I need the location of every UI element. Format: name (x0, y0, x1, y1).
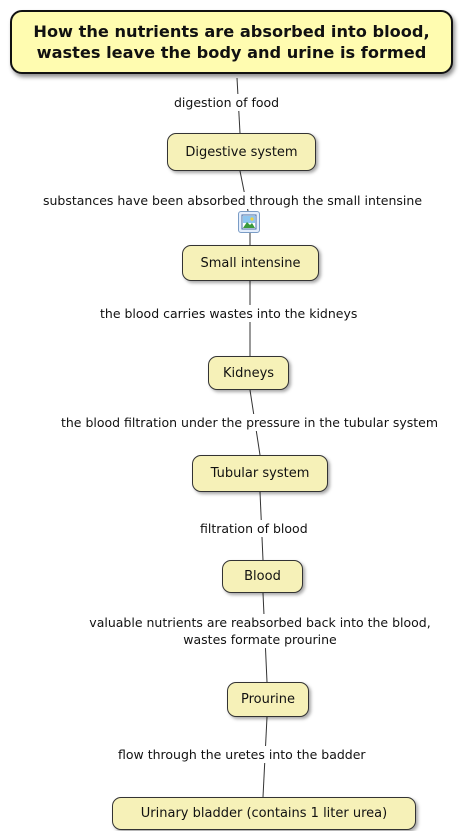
link-label-absorbed: substances have been absorbed through th… (2, 192, 463, 209)
link-label-digestion: digestion of food (174, 94, 280, 111)
link-label-carries: the blood carries wastes into the kidney… (100, 305, 358, 322)
node-kidneys[interactable]: Kidneys (208, 356, 289, 390)
node-urinary-bladder[interactable]: Urinary bladder (contains 1 liter urea) (112, 797, 416, 830)
picture-icon (241, 214, 257, 230)
node-small-intestine[interactable]: Small intensine (182, 245, 319, 281)
image-icon[interactable] (238, 211, 260, 233)
link-label-filtration-pressure: the blood filtration under the pressure … (36, 414, 463, 431)
link-label-reabsorbed: valuable nutrients are reabsorbed back i… (60, 614, 460, 648)
concept-map-title: How the nutrients are absorbed into bloo… (10, 10, 453, 74)
node-digestive-system[interactable]: Digestive system (167, 133, 316, 171)
node-tubular-system[interactable]: Tubular system (192, 455, 328, 492)
link-label-reabsorbed-line2: wastes formate prourine (183, 632, 337, 647)
link-label-filtration: filtration of blood (200, 520, 308, 537)
link-label-flow: flow through the uretes into the badder (118, 746, 366, 763)
link-label-reabsorbed-line1: valuable nutrients are reabsorbed back i… (89, 615, 431, 630)
node-blood[interactable]: Blood (222, 560, 303, 593)
node-prourine[interactable]: Prourine (227, 682, 309, 717)
